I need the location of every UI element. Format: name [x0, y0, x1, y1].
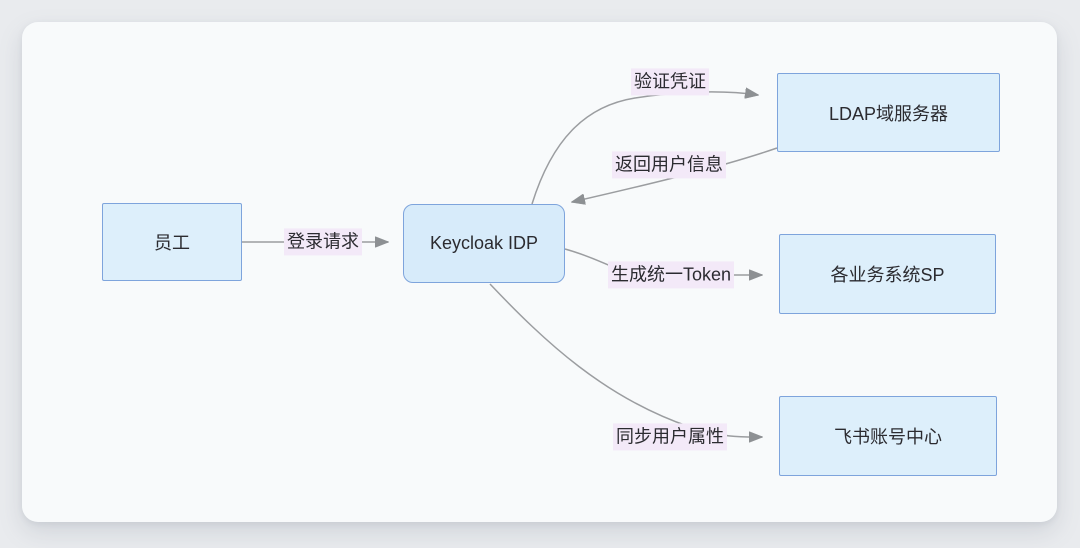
- edge-label-return-user-info: 返回用户信息: [612, 151, 726, 179]
- node-feishu-account-center: 飞书账号中心: [779, 396, 997, 476]
- node-ldap-server: LDAP域服务器: [777, 73, 1000, 152]
- node-keycloak-idp: Keycloak IDP: [403, 204, 565, 283]
- node-employee: 员工: [102, 203, 242, 281]
- node-business-systems-sp: 各业务系统SP: [779, 234, 996, 314]
- edge-label-generate-token: 生成统一Token: [607, 261, 735, 289]
- edge-label-login-request: 登录请求: [284, 228, 362, 256]
- edge-label-verify-credentials: 验证凭证: [631, 68, 709, 96]
- edge-label-sync-attributes: 同步用户属性: [613, 423, 727, 451]
